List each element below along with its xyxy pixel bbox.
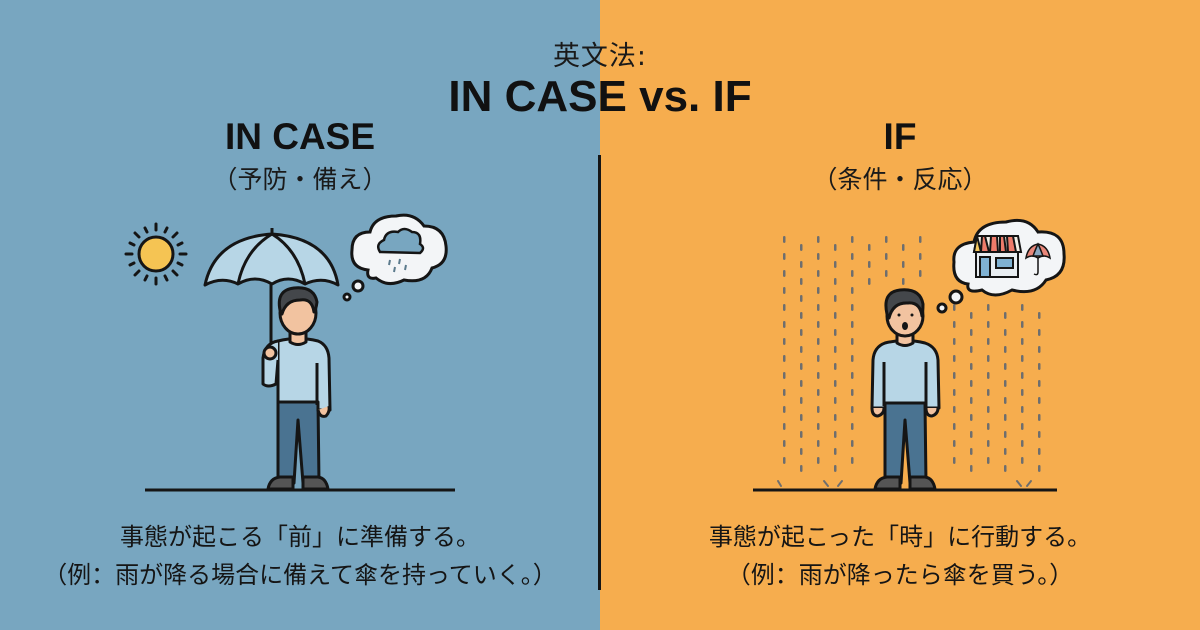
umbrella-icon	[1024, 242, 1052, 276]
in-case-description-line1: 事態が起こる「前」に準備する。	[120, 523, 480, 551]
umbrella-icon	[203, 228, 340, 355]
rain-splash-icon	[777, 480, 1032, 487]
in-case-illustration	[124, 213, 455, 492]
person-surprised-icon	[870, 288, 941, 491]
if-subheading: （条件・反応）	[812, 165, 988, 194]
sun-icon	[124, 222, 188, 286]
in-case-heading: IN CASE	[224, 116, 376, 157]
if-description-line1: 事態が起こった「時」に行動する。	[708, 523, 1092, 551]
rain-icon	[783, 236, 1041, 472]
rain-cloud-icon	[376, 227, 425, 273]
if-description: 事態が起こった「時」に行動する。 （例：雨が降ったら傘を買う。）	[600, 518, 1200, 594]
title-japanese: 英文法:	[552, 41, 648, 72]
person-icon	[261, 286, 332, 491]
if-heading: IF	[883, 116, 917, 157]
in-case-subheading: （予防・備え）	[212, 165, 388, 194]
center-divider	[598, 155, 601, 590]
shop-icon	[972, 235, 1023, 278]
in-case-description: 事態が起こる「前」に準備する。 （例：雨が降る場合に備えて傘を持っていく。）	[0, 518, 600, 594]
page-title: IN CASE vs. IF	[448, 72, 752, 121]
if-description-example: （例：雨が降ったら傘を買う。）	[726, 561, 1074, 589]
in-case-description-example: （例：雨が降る場合に備えて傘を持っていく。）	[43, 561, 557, 589]
